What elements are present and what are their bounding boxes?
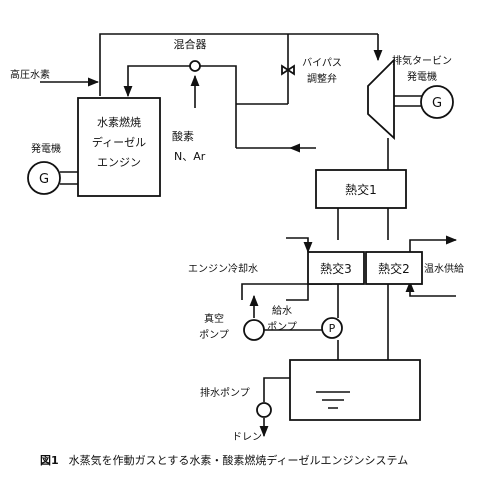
engine-coolant-label: エンジン冷却水: [188, 262, 258, 275]
drain-pump: [256, 402, 272, 418]
water-level: [316, 391, 350, 409]
left-generator: [27, 161, 61, 195]
vacuum-pump-label-2: ポンプ: [199, 329, 229, 341]
vacuum-pump: [243, 319, 265, 341]
right-generator-symbol: G: [432, 96, 442, 111]
drain-label: ドレン: [232, 432, 262, 443]
diesel-engine-box: [77, 97, 161, 197]
hot-water-in: [405, 280, 456, 297]
hex2-label: 熱交2: [378, 261, 410, 276]
hot-water-label: 温水供給: [424, 262, 464, 275]
feed-pump-label-1: 給水: [272, 304, 292, 317]
bypass-label-1: バイパス: [302, 57, 342, 69]
heat-exchanger-3: [307, 251, 365, 285]
argon-label: N、Ar: [174, 150, 206, 163]
mixer-symbol: [189, 60, 201, 72]
heat-exchanger-1: [315, 169, 407, 209]
feed-pump-label-2: ポンプ: [267, 321, 297, 333]
vacuum-pump-label-1: 真空: [204, 312, 224, 325]
feed-pump: [321, 317, 343, 339]
mixer-to-engine-line: [123, 65, 195, 98]
coolant-out: [286, 284, 309, 301]
turbine-label-2: 発電機: [407, 70, 437, 83]
bypass-valve: [281, 64, 295, 76]
hydrogen-label: 高圧水素: [10, 68, 50, 81]
caption-text: 水蒸気を作動ガスとする水素・酸素燃焼ディーゼルエンジンシステム: [68, 454, 409, 467]
hex3-label: 熱交3: [320, 261, 352, 276]
recirc-top-line: [200, 65, 237, 148]
mixer-label: 混合器: [174, 37, 207, 51]
generator-left-label: 発電機: [31, 142, 61, 155]
turbine-shaft: [394, 95, 422, 107]
left-generator-symbol: G: [39, 172, 49, 187]
hex1-label: 熱交1: [345, 182, 377, 197]
exhaust-line: [99, 33, 378, 96]
engine-label-1: 水素燃焼: [97, 115, 141, 129]
water-tank: [289, 359, 421, 421]
hot-water-out: [409, 235, 458, 254]
right-generator: [420, 85, 454, 119]
figure-caption: 図1 水蒸気を作動ガスとする水素・酸素燃焼ディーゼルエンジンシステム: [40, 452, 480, 469]
left-generator-shaft: [60, 171, 78, 185]
figure-number: 図1: [40, 454, 59, 467]
oxygen-label: 酸素: [172, 129, 194, 143]
engine-label-3: エンジン: [97, 156, 141, 169]
turbine-label-1: 排気タービン: [392, 54, 452, 67]
bypass-label-2: 調整弁: [307, 72, 337, 85]
feed-pump-symbol: P: [329, 322, 336, 335]
coolant-in: [286, 237, 313, 254]
exhaust-turbine: [367, 57, 395, 141]
engine-label-2: ディーゼル: [92, 135, 146, 149]
vacuum-line-top: [241, 283, 332, 300]
heat-exchanger-2: [365, 251, 423, 285]
drain-pump-label: 排水ポンプ: [200, 386, 250, 399]
